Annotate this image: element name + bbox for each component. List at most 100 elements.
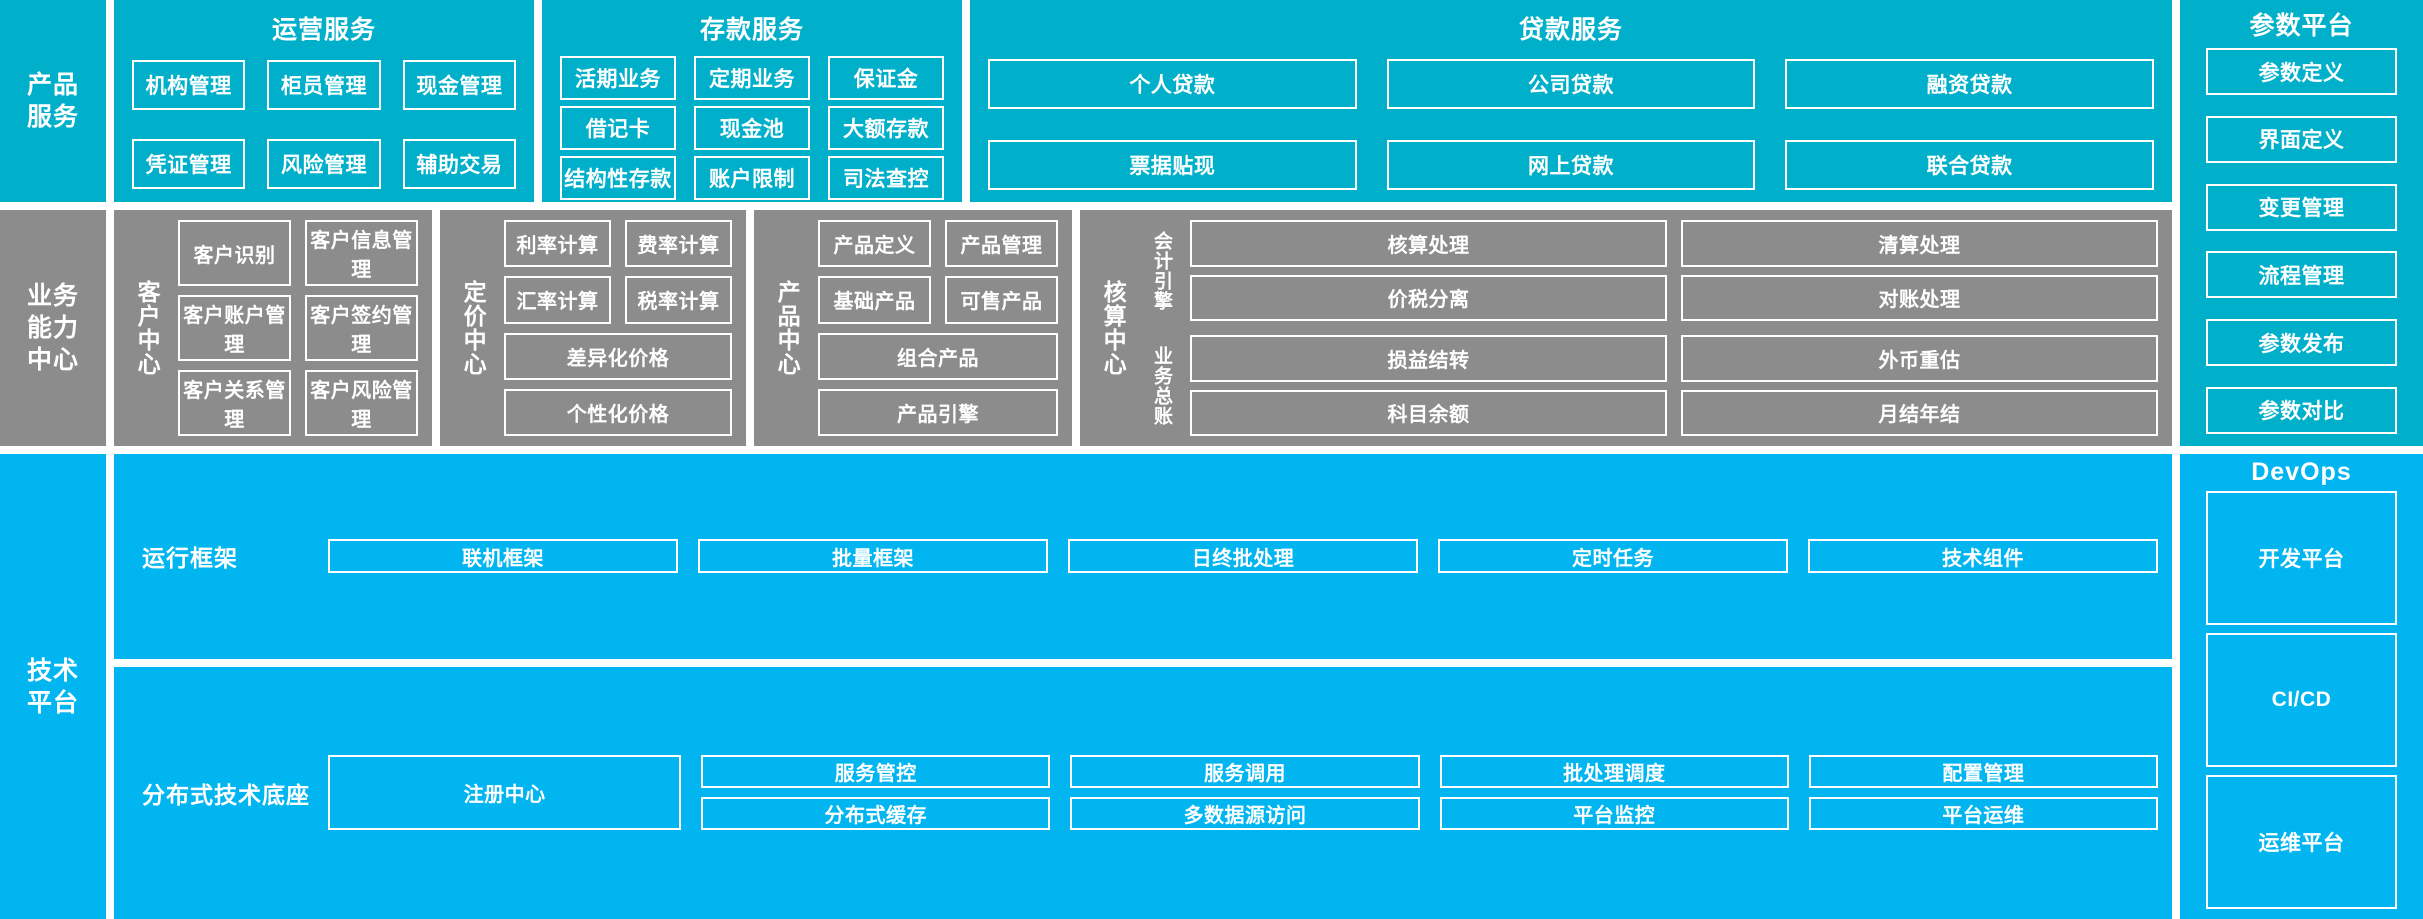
tech-box[interactable]: 定时任务 bbox=[1438, 539, 1788, 574]
service-box[interactable]: 网上贷款 bbox=[1386, 139, 1756, 190]
capability-box[interactable]: 损益结转 bbox=[1190, 335, 1667, 382]
tech-box[interactable]: 技术组件 bbox=[1808, 539, 2158, 574]
tech-items-distributed-base: 注册中心 服务管控 分布式缓存 服务调用 多数据源访问 批处理调度 平台监控 bbox=[328, 745, 2159, 840]
accounting-subgroup-ledger: 业务总账 损益结转 外币重估 科目余额 月结年结 bbox=[1140, 335, 2158, 436]
capability-box[interactable]: 产品引擎 bbox=[818, 388, 1058, 436]
service-box[interactable]: 定期业务 bbox=[694, 56, 810, 100]
panel-title-devops: DevOps bbox=[2251, 458, 2352, 486]
service-box[interactable]: 辅助交易 bbox=[402, 138, 516, 189]
tech-box[interactable]: 多数据源访问 bbox=[1070, 797, 1420, 831]
capability-box[interactable]: 费率计算 bbox=[625, 220, 732, 268]
tech-row-label-runtime-framework: 运行框架 bbox=[142, 545, 238, 572]
service-box[interactable]: 融资贷款 bbox=[1785, 58, 2154, 109]
accounting-subgroups: 会计引擎 核算处理 清算处理 价税分离 对账处理 业务总账 损益结转 外币重估 … bbox=[1136, 220, 2158, 436]
service-box[interactable]: 机构管理 bbox=[132, 59, 246, 110]
capability-box[interactable]: 外币重估 bbox=[1681, 335, 2158, 382]
tech-box[interactable]: 平台运维 bbox=[1808, 797, 2159, 831]
tech-box[interactable]: 服务调用 bbox=[1070, 755, 1420, 789]
parameter-box[interactable]: 参数定义 bbox=[2206, 48, 2397, 95]
subgroup-items-accounting-engine: 核算处理 清算处理 价税分离 对账处理 bbox=[1182, 220, 2158, 321]
group-title-deposit-service: 存款服务 bbox=[699, 16, 804, 44]
capability-box[interactable]: 科目余额 bbox=[1190, 389, 1667, 436]
service-box[interactable]: 风险管理 bbox=[267, 138, 381, 189]
devops-box[interactable]: 运维平台 bbox=[2206, 775, 2397, 909]
capability-box[interactable]: 价税分离 bbox=[1190, 274, 1667, 321]
center-label-pricing: 定价中心 bbox=[460, 280, 487, 376]
tech-box-registry[interactable]: 注册中心 bbox=[328, 755, 682, 831]
capability-box[interactable]: 组合产品 bbox=[818, 332, 1058, 380]
band-product-service: 产品服务 运营服务 机构管理 柜员管理 现金管理 凭证管理 风险管理 辅助交易 … bbox=[0, 0, 2423, 446]
service-box[interactable]: 柜员管理 bbox=[267, 59, 381, 110]
service-box[interactable]: 联合贷款 bbox=[1785, 139, 2154, 190]
capability-box[interactable]: 核算处理 bbox=[1190, 220, 1667, 267]
tech-column: 配置管理 平台运维 bbox=[1808, 755, 2159, 831]
center-customer: 客户中心 客户识别 客户信息管理 客户账户管理 客户签约管理 客户关系管理 客户… bbox=[114, 210, 432, 446]
tech-row-distributed-base: 分布式技术底座 注册中心 服务管控 分布式缓存 服务调用 多数据源访问 批处理调… bbox=[114, 666, 2172, 919]
capability-box[interactable]: 客户风险管理 bbox=[305, 370, 418, 436]
service-box[interactable]: 票据贴现 bbox=[988, 139, 1357, 190]
capability-box[interactable]: 客户识别 bbox=[178, 220, 291, 286]
column-parameter-platform: 参数平台 参数定义 界面定义 变更管理 流程管理 参数发布 参数对比 bbox=[2180, 0, 2423, 446]
capability-box[interactable]: 税率计算 bbox=[625, 276, 732, 324]
panel-parameter-platform: 参数平台 参数定义 界面定义 变更管理 流程管理 参数发布 参数对比 bbox=[2180, 0, 2423, 446]
spacer-under-parameter-platform bbox=[2180, 210, 2423, 446]
tech-box[interactable]: 分布式缓存 bbox=[701, 797, 1051, 831]
capability-box[interactable]: 清算处理 bbox=[1681, 220, 2158, 267]
capability-box[interactable]: 产品定义 bbox=[818, 220, 931, 268]
service-box[interactable]: 个人贷款 bbox=[988, 58, 1357, 109]
tech-column: 批处理调度 平台监控 bbox=[1439, 755, 1789, 831]
tech-items-runtime-framework: 联机框架 批量框架 日终批处理 定时任务 技术组件 bbox=[328, 539, 2158, 574]
parameter-platform-items: 参数定义 界面定义 变更管理 流程管理 参数发布 参数对比 bbox=[2206, 42, 2397, 436]
center-product: 产品中心 产品定义 产品管理 基础产品 可售产品 组合产品 产品引擎 bbox=[754, 210, 1072, 446]
capability-box[interactable]: 客户签约管理 bbox=[305, 295, 418, 361]
group-items-loan-service: 个人贷款 公司贷款 融资贷款 票据贴现 网上贷款 联合贷款 bbox=[988, 56, 2154, 192]
capability-box[interactable]: 基础产品 bbox=[818, 276, 931, 324]
band-technical-platform: 技术平台 运行框架 联机框架 批量框架 日终批处理 定时任务 技术组件 分布式技… bbox=[0, 454, 2423, 919]
column-devops: DevOps 开发平台 CI/CD 运维平台 bbox=[2180, 454, 2423, 919]
service-box[interactable]: 结构性存款 bbox=[560, 156, 676, 200]
devops-box[interactable]: CI/CD bbox=[2206, 633, 2397, 767]
devops-box[interactable]: 开发平台 bbox=[2206, 491, 2397, 625]
capability-box[interactable]: 汇率计算 bbox=[504, 276, 611, 324]
tech-column: 服务管控 分布式缓存 bbox=[701, 755, 1051, 831]
service-box[interactable]: 现金管理 bbox=[402, 59, 516, 110]
parameter-box[interactable]: 界面定义 bbox=[2206, 115, 2397, 163]
capability-box[interactable]: 客户信息管理 bbox=[305, 220, 418, 286]
center-label-customer: 客户中心 bbox=[134, 280, 161, 376]
band-business-capability: 业务能力中心 客户中心 客户识别 客户信息管理 客户账户管理 客户签约管理 客户… bbox=[0, 210, 2423, 446]
capability-box[interactable]: 客户关系管理 bbox=[178, 370, 291, 436]
capability-box[interactable]: 产品管理 bbox=[945, 220, 1058, 268]
capability-box[interactable]: 可售产品 bbox=[945, 276, 1058, 324]
tech-row-runtime-framework: 运行框架 联机框架 批量框架 日终批处理 定时任务 技术组件 bbox=[114, 454, 2172, 659]
tech-box[interactable]: 联机框架 bbox=[328, 539, 678, 574]
service-box[interactable]: 大额存款 bbox=[828, 106, 944, 150]
parameter-box[interactable]: 参数发布 bbox=[2206, 319, 2397, 367]
capability-box[interactable]: 差异化价格 bbox=[504, 332, 732, 380]
group-items-deposit-service: 活期业务 定期业务 保证金 借记卡 现金池 大额存款 结构性存款 账户限制 司法… bbox=[560, 56, 944, 200]
service-box[interactable]: 公司贷款 bbox=[1386, 58, 1756, 109]
tech-box[interactable]: 日终批处理 bbox=[1068, 539, 1418, 574]
service-box[interactable]: 保证金 bbox=[828, 56, 944, 100]
service-box[interactable]: 司法查控 bbox=[828, 156, 944, 200]
service-box[interactable]: 现金池 bbox=[694, 106, 810, 150]
parameter-box[interactable]: 参数对比 bbox=[2206, 386, 2397, 434]
service-box[interactable]: 活期业务 bbox=[560, 56, 676, 100]
parameter-box[interactable]: 变更管理 bbox=[2206, 183, 2397, 231]
tech-box[interactable]: 批量框架 bbox=[698, 539, 1048, 574]
capability-box[interactable]: 客户账户管理 bbox=[178, 295, 291, 361]
service-box[interactable]: 借记卡 bbox=[560, 106, 676, 150]
tech-box[interactable]: 配置管理 bbox=[1808, 755, 2159, 789]
tech-box[interactable]: 批处理调度 bbox=[1439, 755, 1789, 789]
service-box[interactable]: 账户限制 bbox=[694, 156, 810, 200]
tech-box[interactable]: 服务管控 bbox=[701, 755, 1051, 789]
subgroup-items-business-ledger: 损益结转 外币重估 科目余额 月结年结 bbox=[1182, 335, 2158, 436]
service-box[interactable]: 凭证管理 bbox=[132, 138, 246, 189]
capability-box[interactable]: 对账处理 bbox=[1681, 274, 2158, 321]
tech-box[interactable]: 平台监控 bbox=[1439, 797, 1789, 831]
capability-box[interactable]: 月结年结 bbox=[1681, 389, 2158, 436]
tech-column: 服务调用 多数据源访问 bbox=[1070, 755, 1420, 831]
group-title-operations-service: 运营服务 bbox=[271, 16, 376, 44]
capability-box[interactable]: 利率计算 bbox=[504, 220, 611, 268]
parameter-box[interactable]: 流程管理 bbox=[2206, 251, 2397, 299]
capability-box[interactable]: 个性化价格 bbox=[504, 388, 732, 436]
